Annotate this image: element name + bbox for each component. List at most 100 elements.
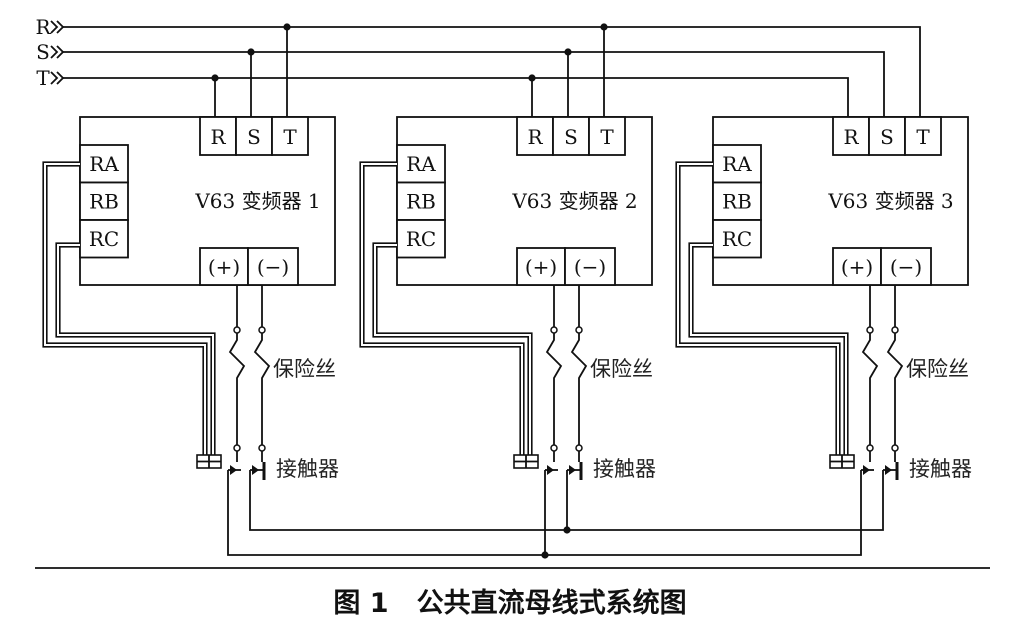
- contactor-label: 接触器: [593, 457, 656, 481]
- fuse-element: [545, 333, 563, 445]
- input-terminal-label: T: [916, 125, 930, 149]
- fuse-element: [886, 333, 904, 445]
- dc-terminal-label: (+): [525, 255, 557, 279]
- dc-terminal-minus: [564, 247, 616, 286]
- junction-dot: [211, 74, 219, 82]
- fuse-plus: [545, 285, 563, 452]
- input-terminal-s: [868, 116, 906, 156]
- dc-terminal-label: (+): [208, 255, 240, 279]
- relay-wire-ra: [42, 161, 208, 456]
- contactor-terminal: [550, 444, 558, 452]
- contactor-terminal: [575, 444, 583, 452]
- junction-dot: [541, 551, 549, 559]
- dc-terminal-minus: [247, 247, 299, 286]
- contactor-label: 接触器: [276, 457, 339, 481]
- dc-terminal-label: (+): [841, 255, 873, 279]
- fuse-terminal: [258, 326, 266, 334]
- contactor: [861, 451, 899, 480]
- fuse-element: [253, 333, 271, 445]
- dc-terminal-label: (−): [257, 255, 289, 279]
- contactor-terminal: [233, 444, 241, 452]
- fuse-label: 保险丝: [906, 357, 969, 381]
- contactor-label: 接触器: [909, 457, 972, 481]
- fuse-plus: [861, 285, 879, 452]
- fuse-terminal: [866, 326, 874, 334]
- fuse-label: 保险丝: [590, 357, 653, 381]
- relay-terminal-label: RC: [89, 227, 119, 251]
- input-terminal-label: T: [283, 125, 297, 149]
- relay-wire-ra-inner: [44, 163, 206, 456]
- three-phase-supply: RST: [35, 15, 921, 117]
- relay-wire-rc: [688, 242, 849, 456]
- input-terminal-label: S: [880, 125, 894, 149]
- fuse-minus: [570, 285, 588, 452]
- fuse-element: [570, 333, 588, 445]
- fuse-minus: [886, 285, 904, 452]
- phase-label-s: S: [36, 40, 50, 64]
- contactor-terminal: [891, 444, 899, 452]
- relay-terminal-rc: [396, 219, 446, 259]
- figure-number: 图 1: [333, 588, 388, 619]
- contact-arrow-icon: [569, 465, 576, 475]
- input-terminal-t: [588, 116, 626, 156]
- phase-line-r: [63, 26, 921, 117]
- fuse-terminal: [575, 326, 583, 334]
- relay-terminal-ra: [396, 144, 446, 184]
- relay-terminal-label: RA: [722, 152, 752, 176]
- contact-arrow-icon: [885, 465, 892, 475]
- junction-dot: [247, 48, 255, 56]
- relay-terminal-rb: [396, 181, 446, 221]
- relay-wire-ra-inner: [677, 163, 839, 456]
- contact-arrow-icon: [547, 465, 554, 475]
- dc-terminal-plus: [199, 247, 249, 286]
- relay-terminal-rc: [79, 219, 129, 259]
- relay-terminal-label: RA: [406, 152, 436, 176]
- contactor-terminal: [866, 444, 874, 452]
- input-terminal-label: S: [247, 125, 261, 149]
- contactor-terminal: [258, 444, 266, 452]
- dc-terminal-label: (−): [574, 255, 606, 279]
- relay-terminal-label: RB: [89, 190, 119, 214]
- figure-title: 公共直流母线式系统图: [417, 587, 687, 619]
- phase-arrow-t-icon: [50, 71, 65, 85]
- inverter-title: V63 变频器 3: [827, 189, 953, 213]
- contactor-coil: [196, 454, 222, 469]
- relay-wire-rc-inner: [690, 244, 847, 456]
- phase-label-r: R: [35, 15, 51, 39]
- contact-arrow-icon: [230, 465, 237, 475]
- input-terminal-label: R: [527, 125, 543, 149]
- phase-label-t: T: [36, 66, 50, 90]
- relay-terminal-label: RC: [406, 227, 436, 251]
- input-terminal-label: T: [600, 125, 614, 149]
- relay-terminal-label: RB: [722, 190, 752, 214]
- input-terminal-t: [904, 116, 942, 156]
- common-dc-bus: [227, 470, 884, 559]
- inverter-title: V63 变频器 2: [511, 189, 637, 213]
- contact-arrow-icon: [252, 465, 259, 475]
- input-terminal-t: [271, 116, 309, 156]
- fuse-element: [861, 333, 879, 445]
- fuse-plus: [228, 285, 246, 452]
- input-terminal-label: R: [843, 125, 859, 149]
- junction-dot: [564, 48, 572, 56]
- input-terminal-r: [199, 116, 237, 156]
- fuse-terminal: [550, 326, 558, 334]
- relay-wire-rc: [55, 242, 216, 456]
- dc-terminal-label: (−): [890, 255, 922, 279]
- inverter-title: V63 变频器 1: [194, 189, 320, 213]
- fuse-terminal: [233, 326, 241, 334]
- dc-terminal-plus: [832, 247, 882, 286]
- phase-line-t: [63, 77, 849, 117]
- contactor-coil: [829, 454, 855, 469]
- relay-wire-rc-inner: [57, 244, 214, 456]
- phase-arrow-r-icon: [50, 20, 65, 34]
- relay-wire-rc: [372, 242, 533, 456]
- fuse-terminal: [891, 326, 899, 334]
- junction-dot: [600, 23, 608, 31]
- junction-dot: [563, 526, 571, 534]
- relay-terminal-label: RC: [722, 227, 752, 251]
- figure-caption: 图 1 公共直流母线式系统图: [333, 587, 686, 619]
